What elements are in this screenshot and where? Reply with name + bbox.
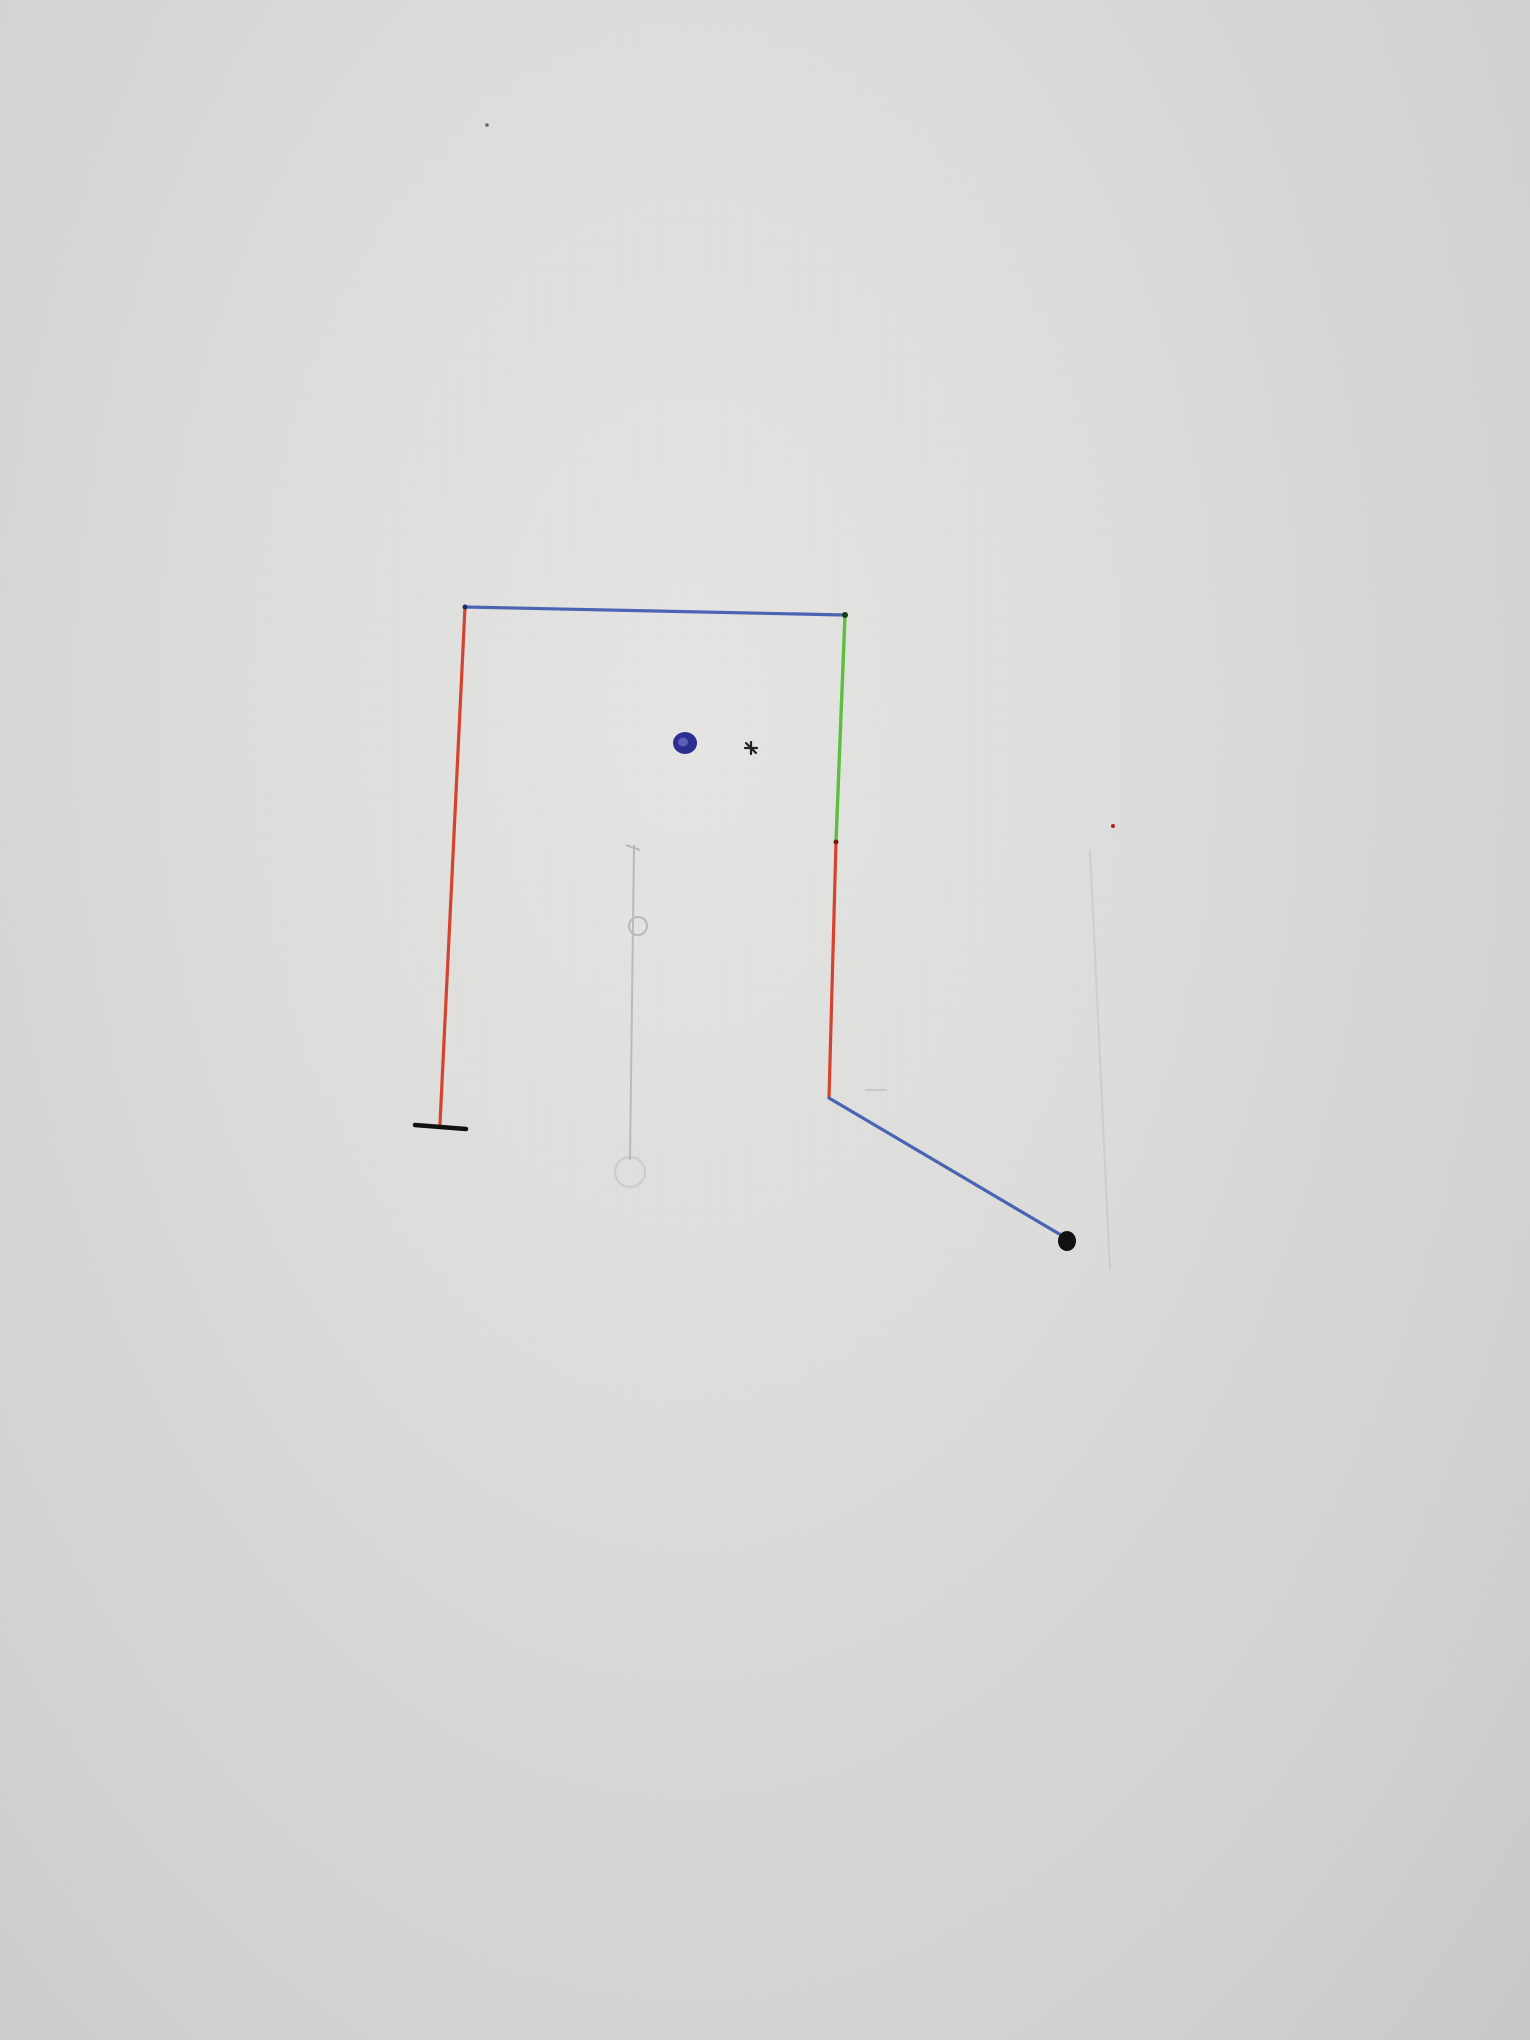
red-segment-right (827, 840, 838, 1100)
pencil-sketch (614, 844, 1111, 1271)
small-star-mark (743, 740, 759, 756)
joint-mid-right (833, 839, 839, 845)
dark-speck (485, 123, 489, 127)
red-speck (1111, 824, 1115, 828)
end-dot (1058, 1231, 1076, 1251)
joint-top-left (462, 604, 468, 610)
blue-segment-diagonal (827, 1096, 1068, 1240)
red-segment-left (438, 605, 467, 1126)
green-segment-right (834, 613, 847, 844)
ground-tick (412, 1122, 469, 1132)
joint-top-right (842, 612, 848, 618)
blue-segment-top (463, 605, 847, 617)
blue-dot (673, 732, 697, 754)
